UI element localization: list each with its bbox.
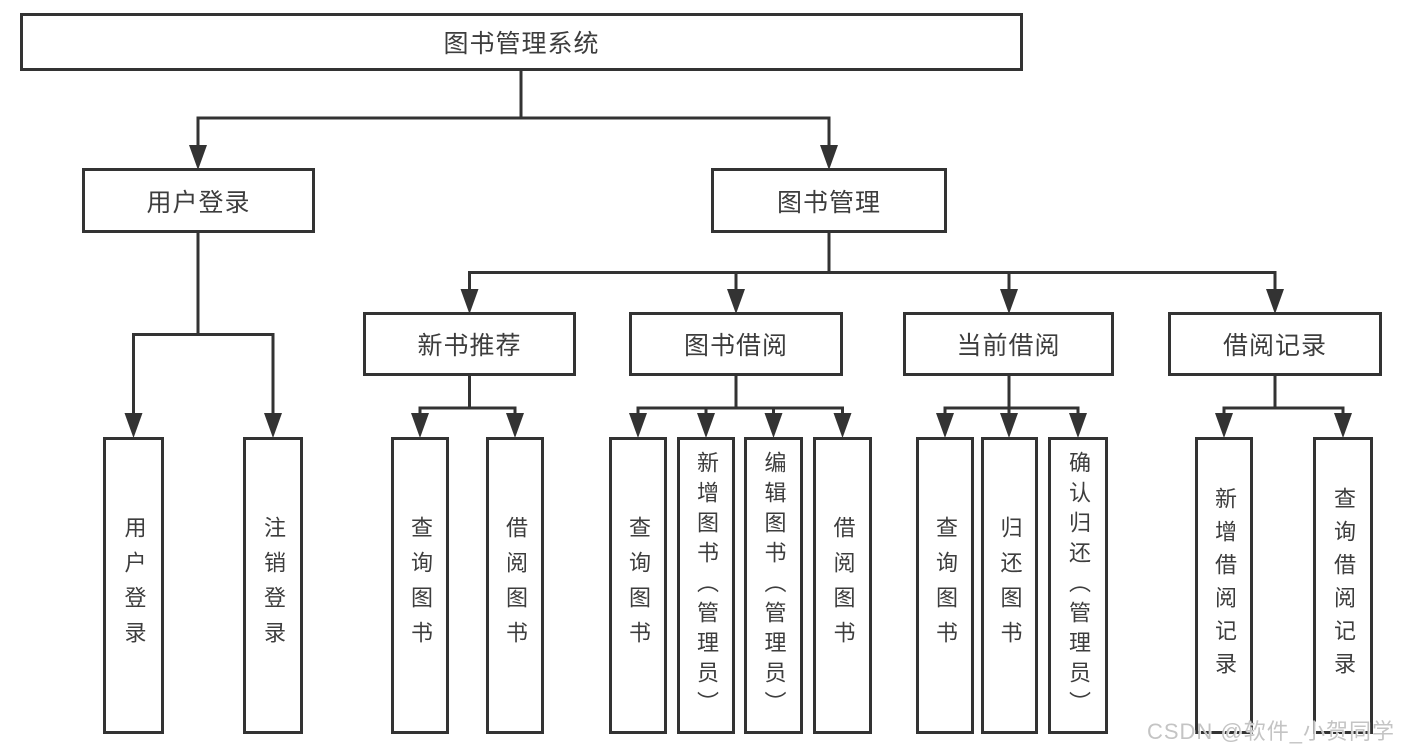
leaf-add-borrow-record: 新增借阅记录 bbox=[1195, 437, 1253, 734]
connector-user-login-to-leaves bbox=[124, 233, 282, 438]
leaf-borrow-books: 借阅图书 bbox=[813, 437, 872, 734]
arrow-down-icon bbox=[124, 413, 143, 438]
leaf-label: 注销登录 bbox=[261, 515, 286, 656]
leaf-label: 新增图书（管理员） bbox=[694, 450, 719, 721]
connector-records-to-leaves bbox=[1215, 376, 1352, 438]
connector-root-to-level2 bbox=[189, 71, 838, 170]
leaf-query-books: 查询图书 bbox=[609, 437, 667, 734]
arrow-down-icon bbox=[506, 413, 524, 438]
arrow-down-icon bbox=[1215, 413, 1233, 438]
arrow-down-icon bbox=[1266, 289, 1284, 314]
leaf-query-books: 查询图书 bbox=[916, 437, 974, 734]
node-book-borrow: 图书借阅 bbox=[629, 312, 843, 376]
connector-new-book-to-leaves bbox=[411, 376, 524, 438]
leaf-return-books: 归还图书 bbox=[981, 437, 1038, 734]
node-new-book-recommend: 新书推荐 bbox=[363, 312, 576, 376]
node-user-login: 用户登录 bbox=[82, 168, 315, 233]
node-book-management: 图书管理 bbox=[711, 168, 947, 233]
leaf-borrow-books: 借阅图书 bbox=[486, 437, 544, 734]
node-current-borrow: 当前借阅 bbox=[903, 312, 1114, 376]
leaf-label: 编辑图书（管理员） bbox=[761, 450, 787, 721]
node-label: 图书管理 bbox=[776, 188, 881, 217]
leaf-edit-books-admin: 编辑图书（管理员） bbox=[744, 437, 803, 734]
arrow-down-icon bbox=[189, 145, 207, 170]
arrow-down-icon bbox=[1334, 413, 1352, 438]
leaf-logout: 注销登录 bbox=[243, 437, 303, 734]
leaf-label: 确认归还（管理员） bbox=[1066, 450, 1091, 721]
leaf-query-books: 查询图书 bbox=[391, 437, 449, 734]
arrow-down-icon bbox=[1000, 413, 1018, 438]
leaf-label: 借阅图书 bbox=[830, 515, 856, 656]
arrow-down-icon bbox=[1000, 289, 1018, 314]
arrow-down-icon bbox=[460, 289, 479, 314]
node-borrow-records: 借阅记录 bbox=[1168, 312, 1382, 376]
arrow-down-icon bbox=[697, 413, 715, 438]
arrow-down-icon bbox=[411, 413, 429, 438]
arrow-down-icon bbox=[936, 413, 954, 438]
arrow-down-icon bbox=[833, 413, 852, 438]
watermark: CSDN @软件_小贺同学 bbox=[1146, 719, 1395, 744]
node-label: 图书管理系统 bbox=[443, 30, 600, 58]
arrow-down-icon bbox=[629, 413, 647, 438]
leaf-add-books-admin: 新增图书（管理员） bbox=[677, 437, 735, 734]
arrow-down-icon bbox=[1069, 413, 1087, 438]
node-library-management-system: 图书管理系统 bbox=[20, 13, 1023, 71]
leaf-query-borrow-record: 查询借阅记录 bbox=[1313, 437, 1373, 734]
leaf-user-login: 用户登录 bbox=[103, 437, 164, 734]
leaf-label: 借阅图书 bbox=[503, 515, 528, 656]
node-label: 新书推荐 bbox=[417, 332, 522, 360]
node-label: 图书借阅 bbox=[683, 332, 788, 360]
node-label: 用户登录 bbox=[146, 188, 251, 217]
connector-book-mgmt-to-level3 bbox=[460, 233, 1284, 314]
arrow-down-icon bbox=[764, 413, 783, 438]
leaf-label: 查询图书 bbox=[408, 515, 433, 656]
connector-borrow-to-leaves bbox=[629, 376, 852, 438]
leaf-confirm-return-admin: 确认归还（管理员） bbox=[1048, 437, 1108, 734]
leaf-label: 查询借阅记录 bbox=[1331, 486, 1356, 685]
leaf-label: 查询图书 bbox=[933, 515, 958, 656]
arrow-down-icon bbox=[264, 413, 282, 438]
connector-current-to-leaves bbox=[936, 376, 1087, 438]
leaf-label: 用户登录 bbox=[121, 515, 147, 656]
arrow-down-icon bbox=[820, 145, 838, 170]
leaf-label: 查询图书 bbox=[626, 515, 651, 656]
leaf-label: 新增借阅记录 bbox=[1212, 486, 1237, 685]
node-label: 借阅记录 bbox=[1222, 332, 1327, 360]
arrow-down-icon bbox=[727, 289, 745, 314]
leaf-label: 归还图书 bbox=[997, 515, 1023, 656]
node-label: 当前借阅 bbox=[956, 332, 1061, 360]
